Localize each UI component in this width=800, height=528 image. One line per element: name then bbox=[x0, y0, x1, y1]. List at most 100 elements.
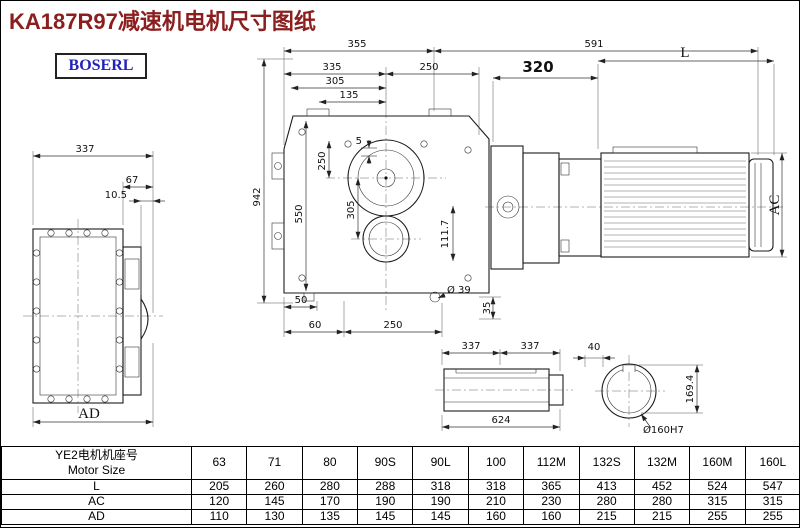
cell: 145 bbox=[357, 509, 414, 525]
cell: 215 bbox=[578, 509, 635, 525]
dim-label-624: 624 bbox=[491, 415, 510, 426]
dim-label-250-bottom: 250 bbox=[383, 320, 402, 331]
dim-label-AC: AC bbox=[767, 195, 783, 216]
dim-label-320: 320 bbox=[522, 58, 553, 76]
cell: 110 bbox=[190, 509, 248, 525]
dim-label-355: 355 bbox=[347, 39, 366, 50]
shaft-section-view: 169.4 Ø160H7 bbox=[595, 355, 703, 436]
dim-label-305-top: 305 bbox=[325, 76, 344, 87]
technical-drawing: 337 67 10.5 AD bbox=[23, 39, 787, 436]
main-view: 355 591 335 250 305 135 942 550 250 5 bbox=[252, 39, 759, 337]
motor-size-col: 100 bbox=[467, 446, 525, 480]
dim-label-305-left: 305 bbox=[346, 200, 357, 219]
cell: 160 bbox=[523, 509, 580, 525]
cell: 260 bbox=[246, 479, 303, 495]
motor-size-col: 132M bbox=[633, 446, 691, 480]
motor-body bbox=[600, 152, 750, 258]
cell: 280 bbox=[633, 494, 691, 510]
dim-label-5: 5 bbox=[356, 136, 362, 147]
cell: 135 bbox=[301, 509, 359, 525]
motor-adapter bbox=[490, 145, 524, 270]
cell: 215 bbox=[633, 509, 691, 525]
cell: 365 bbox=[523, 479, 580, 495]
cell: 145 bbox=[246, 494, 303, 510]
cell: 452 bbox=[633, 479, 691, 495]
dim-label-60: 60 bbox=[309, 320, 322, 331]
cell: 255 bbox=[689, 509, 746, 525]
table-row-L: L 205 260 280 288 318 318 365 413 452 52… bbox=[1, 479, 799, 495]
cell: 413 bbox=[578, 479, 635, 495]
cell: 145 bbox=[412, 509, 469, 525]
table-header-row: YE2电机机座号 Motor Size 63 71 80 90S 90L 100… bbox=[1, 446, 799, 480]
dim-label-550: 550 bbox=[294, 204, 305, 223]
dim-label-35: 35 bbox=[482, 302, 493, 315]
cell: 130 bbox=[246, 509, 303, 525]
cell: 170 bbox=[301, 494, 359, 510]
cell: 255 bbox=[744, 509, 799, 525]
cell: 524 bbox=[689, 479, 746, 495]
row-label: L bbox=[1, 479, 192, 495]
motor-size-col: 112M bbox=[523, 446, 580, 480]
cell: 318 bbox=[467, 479, 525, 495]
table-row-AD: AD 110 130 135 145 145 160 160 215 215 2… bbox=[1, 509, 799, 525]
motor-size-col: 90S bbox=[357, 446, 414, 480]
section-outer-circle bbox=[601, 363, 657, 419]
dim-label-L: L bbox=[680, 45, 689, 61]
shaft-detail-view: 337 337 624 40 bbox=[435, 341, 615, 431]
cell: 280 bbox=[301, 479, 359, 495]
brand-logo: BOSERL bbox=[55, 53, 147, 79]
cell: 190 bbox=[412, 494, 469, 510]
header-en: Motor Size bbox=[67, 463, 126, 477]
dim-label-111-7: 111.7 bbox=[440, 220, 451, 249]
dim-label-337-b: 337 bbox=[520, 341, 539, 352]
dim-label-135: 135 bbox=[339, 90, 358, 101]
motor-size-table: YE2电机机座号 Motor Size 63 71 80 90S 90L 100… bbox=[1, 446, 799, 525]
dim-label-591: 591 bbox=[584, 39, 603, 50]
dim-label-left-337: 337 bbox=[75, 144, 94, 155]
cooling-fins bbox=[604, 160, 746, 248]
dim-label-169-4: 169.4 bbox=[685, 375, 696, 404]
dim-label-337-a: 337 bbox=[461, 341, 480, 352]
secondary-bore-circle bbox=[362, 215, 410, 263]
gearbox-body bbox=[283, 115, 490, 294]
cell: 120 bbox=[190, 494, 248, 510]
page-title: KA187R97减速机电机尺寸图纸 bbox=[9, 9, 316, 34]
cell: 190 bbox=[357, 494, 414, 510]
dim-label-335: 335 bbox=[322, 62, 341, 73]
left-view: 337 67 10.5 AD bbox=[23, 144, 165, 427]
motor-size-col: 132S bbox=[578, 446, 635, 480]
dim-label-250-left: 250 bbox=[317, 151, 328, 170]
dim-label-50-left: 50 bbox=[295, 295, 308, 306]
cell: 280 bbox=[578, 494, 635, 510]
row-label: AD bbox=[1, 509, 192, 525]
dim-label-250-top: 250 bbox=[419, 62, 438, 73]
cell: 205 bbox=[190, 479, 248, 495]
dim-label-dia160h7: Ø160H7 bbox=[643, 424, 684, 436]
table-corner-header: YE2电机机座号 Motor Size bbox=[1, 446, 192, 480]
motor-size-col: 160L bbox=[744, 446, 799, 480]
motor-size-col: 71 bbox=[246, 446, 303, 480]
keyway bbox=[622, 364, 636, 372]
header-cn: YE2电机机座号 bbox=[55, 448, 138, 462]
cell: 318 bbox=[412, 479, 469, 495]
table-row-AC: AC 120 145 170 190 190 210 230 280 280 3… bbox=[1, 494, 799, 510]
cell: 288 bbox=[357, 479, 414, 495]
motor-size-col: 160M bbox=[689, 446, 746, 480]
dim-label-dia39: Ø 39 bbox=[447, 284, 471, 296]
dim-label-left-67: 67 bbox=[126, 175, 139, 186]
fan-cover bbox=[748, 158, 774, 252]
motor-view: 320 L AC bbox=[485, 45, 787, 270]
cell: 230 bbox=[523, 494, 580, 510]
motor-size-col: 80 bbox=[301, 446, 359, 480]
cell: 160 bbox=[467, 509, 525, 525]
dim-label-left-10-5: 10.5 bbox=[105, 190, 127, 201]
row-label: AC bbox=[1, 494, 192, 510]
cell: 315 bbox=[744, 494, 799, 510]
cell: 547 bbox=[744, 479, 799, 495]
motor-size-col: 63 bbox=[190, 446, 248, 480]
dim-label-AD: AD bbox=[78, 406, 100, 422]
cell: 210 bbox=[467, 494, 525, 510]
dim-label-40: 40 bbox=[588, 342, 601, 353]
motor-size-col: 90L bbox=[412, 446, 469, 480]
